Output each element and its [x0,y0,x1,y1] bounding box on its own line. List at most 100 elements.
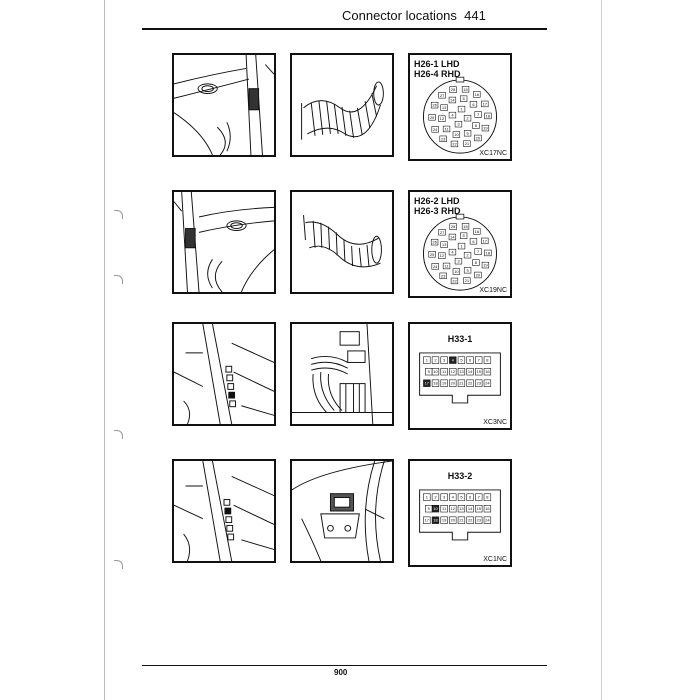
svg-text:20: 20 [476,273,481,278]
svg-text:10: 10 [454,132,459,137]
connector-pin: 18 [431,379,440,387]
svg-text:28: 28 [451,224,456,229]
svg-text:8: 8 [486,495,489,500]
connector-pin: 19 [481,124,490,132]
svg-text:10: 10 [454,269,459,274]
svg-text:1: 1 [460,107,463,112]
page-header: Connector locations 441 [342,8,486,23]
connector-pin: 8 [472,259,480,266]
svg-text:28: 28 [451,87,456,92]
connector-pin: 25 [428,251,436,258]
svg-text:3: 3 [443,495,446,500]
svg-text:17: 17 [425,381,430,386]
connector-pin: 15 [475,368,483,376]
svg-text:17: 17 [425,518,430,523]
svg-text:17: 17 [483,238,488,243]
svg-text:1: 1 [460,244,463,249]
connector-pin: 12 [449,368,457,376]
connector-pin: 5 [459,95,468,102]
connector-pin: 27 [438,229,446,236]
svg-text:8: 8 [475,123,478,128]
svg-text:4: 4 [451,250,454,255]
connector-pin: 2 [463,251,472,259]
connector-pin: 4 [449,356,457,364]
connector-pin: 28 [449,86,457,93]
svg-text:7: 7 [477,249,480,254]
svg-text:10: 10 [433,506,438,511]
connector-pin: 9 [425,368,433,376]
svg-text:25: 25 [430,252,435,257]
location-illustration-door-pillar [172,53,276,157]
punch-hole-mark [114,275,123,284]
connector-pin: 16 [473,228,481,235]
svg-text:15: 15 [477,506,482,511]
connector-pin: 26 [430,101,439,109]
svg-text:11: 11 [442,369,447,374]
connector-pin: 5 [457,493,466,501]
connector-pin: 9 [463,267,472,274]
connector-pin: 6 [466,493,474,501]
connector-pin: 10 [431,368,440,376]
svg-text:14: 14 [468,506,473,511]
svg-text:14: 14 [450,98,455,103]
connector-pin: 23 [439,272,447,280]
connector-pin: 8 [483,356,492,364]
connector-pin: 24 [431,263,439,270]
svg-text:15: 15 [477,369,482,374]
connector-pin: 20 [474,134,482,142]
connector-pin: 14 [466,505,474,513]
connector-pin: 23 [439,135,447,143]
connector-pin: 27 [438,92,446,99]
svg-text:23: 23 [477,381,482,386]
svg-text:16: 16 [485,506,490,511]
location-illustration-duct-hose [290,53,394,157]
connector-pin: 7 [474,248,482,255]
connector-code: XC1NC [483,556,507,563]
connector-pin: 10 [452,131,461,138]
punch-hole-mark [114,560,123,569]
svg-text:9: 9 [428,369,431,374]
connector-pin: 11 [442,262,451,270]
connector-pin: 15 [461,86,470,93]
connector-pin: 21 [463,140,471,147]
svg-text:4: 4 [452,495,455,500]
connector-code: XC19NC [479,287,507,294]
svg-text:6: 6 [472,239,475,244]
svg-text:14: 14 [468,369,473,374]
connector-pin: 4 [448,111,457,119]
connector-pin: 10 [452,268,461,275]
svg-text:18: 18 [433,381,438,386]
svg-text:24: 24 [433,264,438,269]
connector-code: XC3NC [483,419,507,426]
connector-pin: 16 [473,91,481,98]
connector-pin: 21 [463,277,471,284]
connector-pin: 19 [440,516,448,524]
svg-text:18: 18 [433,518,438,523]
connector-pin: 1 [423,493,431,501]
svg-text:27: 27 [440,230,445,235]
connector-pin: 2 [463,114,472,122]
connector-pin: 7 [474,111,482,118]
connector-pin: 1 [457,242,466,250]
svg-text:7: 7 [477,112,480,117]
footer-rule [142,665,547,666]
connector-pin: 19 [440,379,448,387]
connector-pin: 15 [461,223,470,230]
connector-pin: 8 [472,122,480,129]
connector-pin: 14 [448,96,457,104]
svg-text:1: 1 [426,358,429,363]
connector-pin: 22 [466,516,474,524]
svg-text:4: 4 [451,113,454,118]
connector-pin: 8 [483,493,492,501]
svg-text:23: 23 [441,136,446,141]
svg-text:11: 11 [442,506,447,511]
svg-text:12: 12 [440,253,445,258]
connector-pin: 5 [457,356,466,364]
connector-pin: 6 [466,356,474,364]
svg-text:9: 9 [466,268,469,273]
svg-text:20: 20 [451,518,456,523]
svg-text:23: 23 [441,273,446,278]
connector-pin: 6 [469,101,478,108]
